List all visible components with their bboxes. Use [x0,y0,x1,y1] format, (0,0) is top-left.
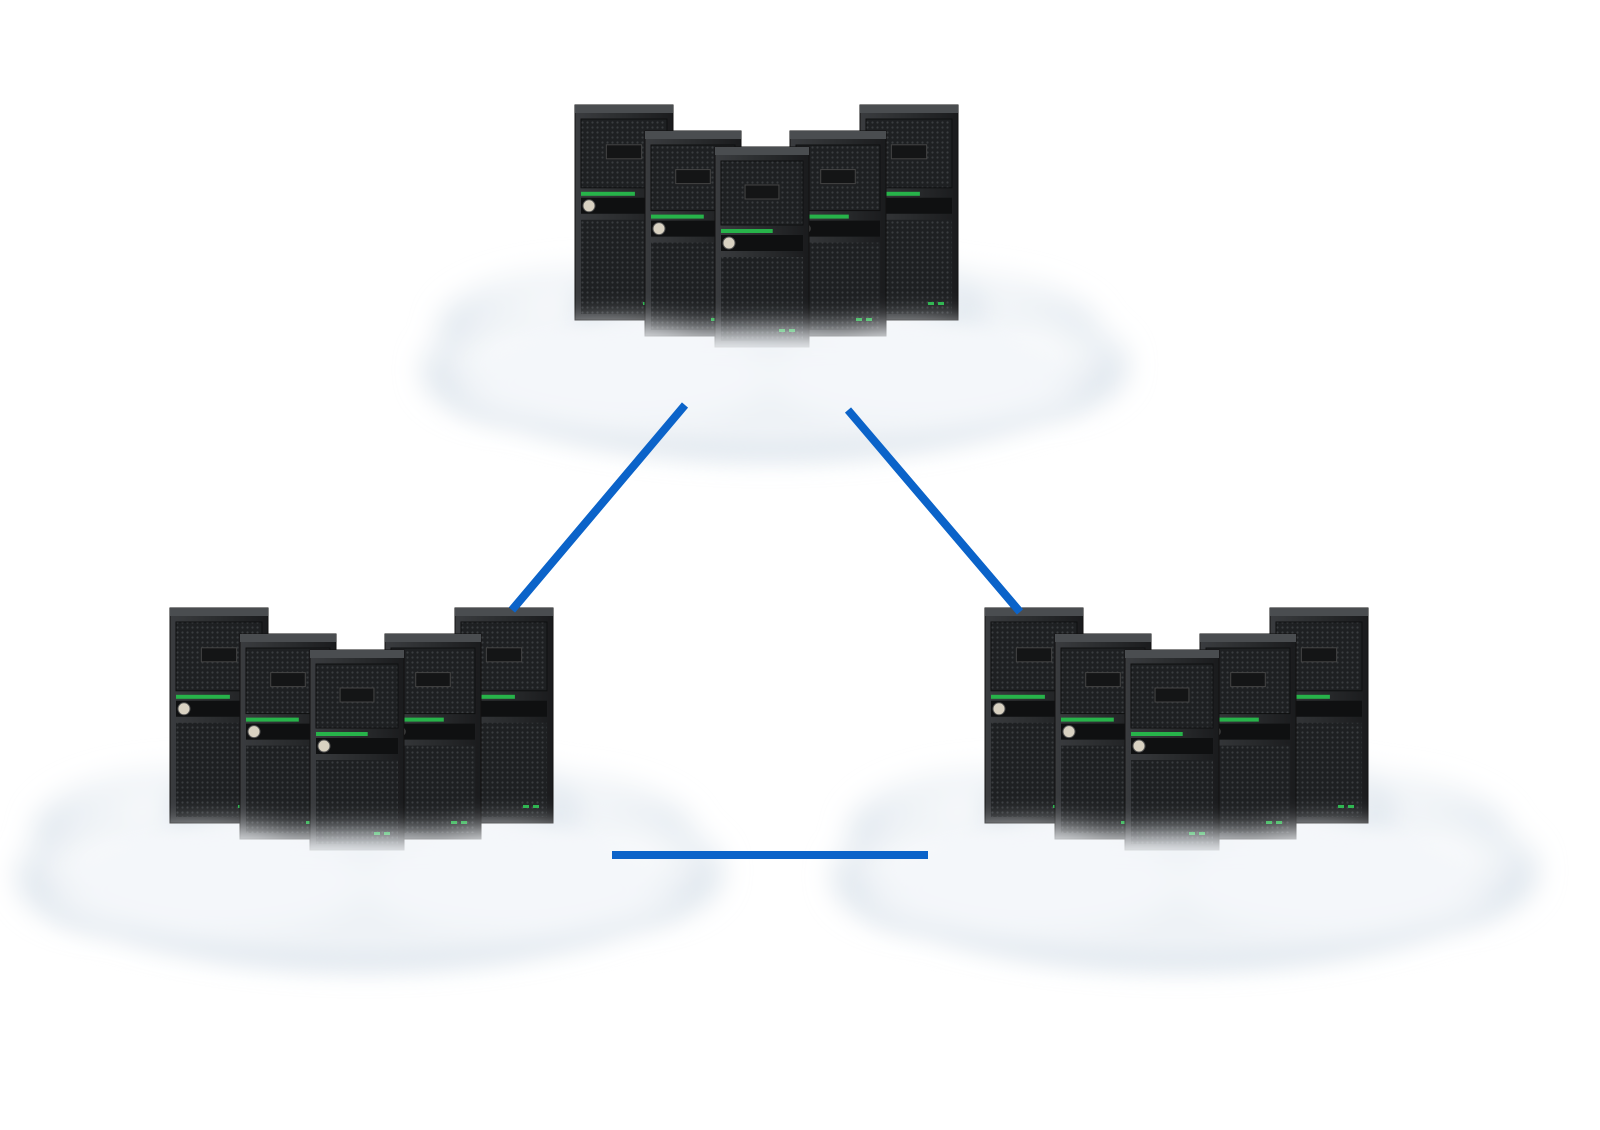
server-tower-icon [714,146,810,348]
link-line [508,402,689,613]
server-stack-top [574,104,959,348]
cloud-mist-bottom-right [866,828,1494,960]
server-tower-icon [309,649,405,851]
server-clusters [18,104,1537,965]
cloud-mist-top [456,325,1084,450]
link-line [844,407,1024,615]
server-tower-icon [1124,649,1220,851]
server-stack-bottom-left [169,607,554,851]
cluster-top [423,104,1127,455]
cloud-mist-bottom-left [51,828,679,960]
network-links-visible [508,402,1024,859]
server-stack-bottom-right [984,607,1369,851]
cluster-bottom-left [18,607,722,965]
cluster-bottom-right [833,607,1537,965]
